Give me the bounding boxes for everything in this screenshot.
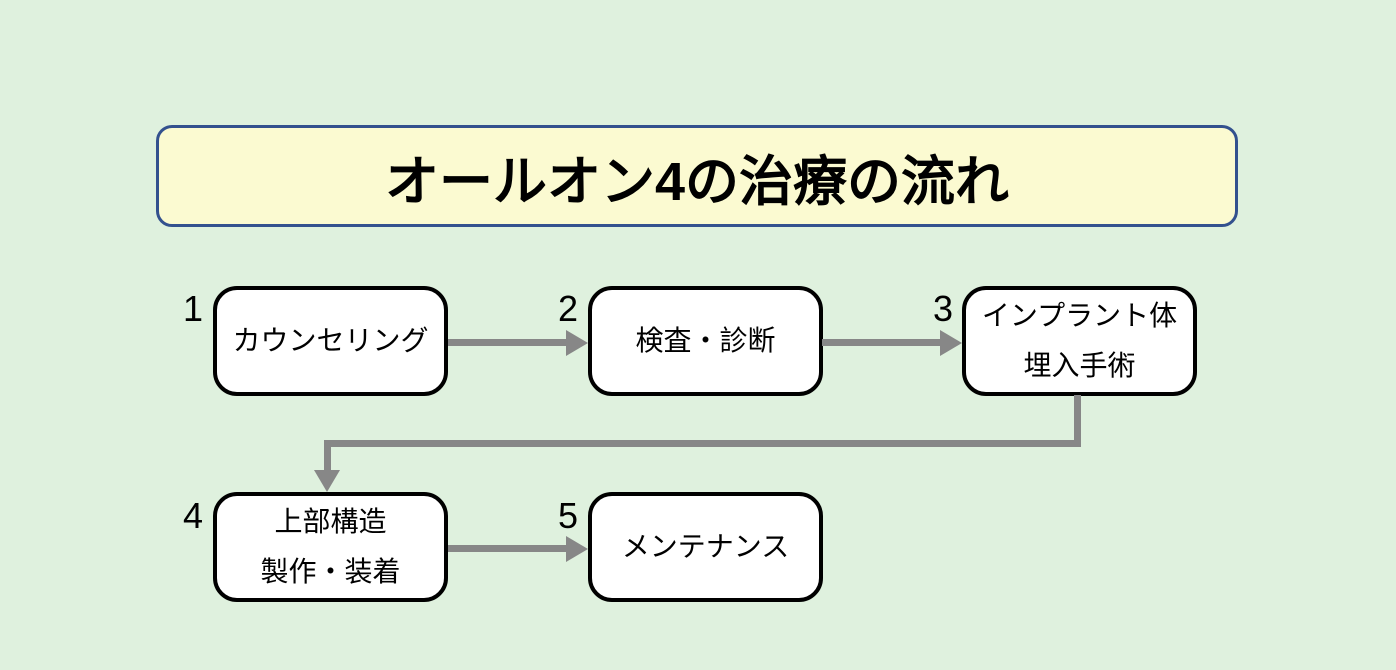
arrow-3-4-head-icon <box>314 470 340 492</box>
step-label-line: インプラント体 <box>981 300 1178 331</box>
arrow-1-2-line <box>448 339 568 346</box>
step-label-line: 製作・装着 <box>260 556 401 587</box>
arrow-1-2-head-icon <box>566 330 588 356</box>
arrow-2-3-line <box>822 339 942 346</box>
step-2-number: 2 <box>557 288 578 329</box>
step-label-line: 検査・診断 <box>635 325 776 356</box>
arrow-3-4-vertical-segment <box>1074 395 1081 447</box>
arrow-2-3-head-icon <box>940 330 962 356</box>
step-1-box-counseling: カウンセリング <box>213 286 448 396</box>
step-label-line: 埋入手術 <box>1023 350 1136 381</box>
title-box: オールオン4の治療の流れ <box>156 125 1238 227</box>
step-1-number: 1 <box>182 288 203 329</box>
step-5-box-maintenance: メンテナンス <box>588 492 823 602</box>
diagram-title: オールオン4の治療の流れ <box>384 151 1010 212</box>
arrow-3-4-horizontal-segment <box>324 440 1081 447</box>
step-5-number: 5 <box>557 495 578 536</box>
step-label-line: メンテナンス <box>621 531 790 562</box>
step-label-line: カウンセリング <box>232 325 429 356</box>
step-2-box-examination: 検査・診断 <box>588 286 823 396</box>
step-4-number: 4 <box>182 495 203 536</box>
arrow-3-4-down-segment <box>324 440 331 472</box>
step-label-line: 上部構造 <box>274 506 387 537</box>
step-3-number: 3 <box>932 288 953 329</box>
arrow-4-5-line <box>448 545 568 552</box>
arrow-4-5-head-icon <box>566 536 588 562</box>
step-3-box-implant-surgery: インプラント体 埋入手術 <box>962 286 1197 396</box>
step-4-box-superstructure: 上部構造 製作・装着 <box>213 492 448 602</box>
